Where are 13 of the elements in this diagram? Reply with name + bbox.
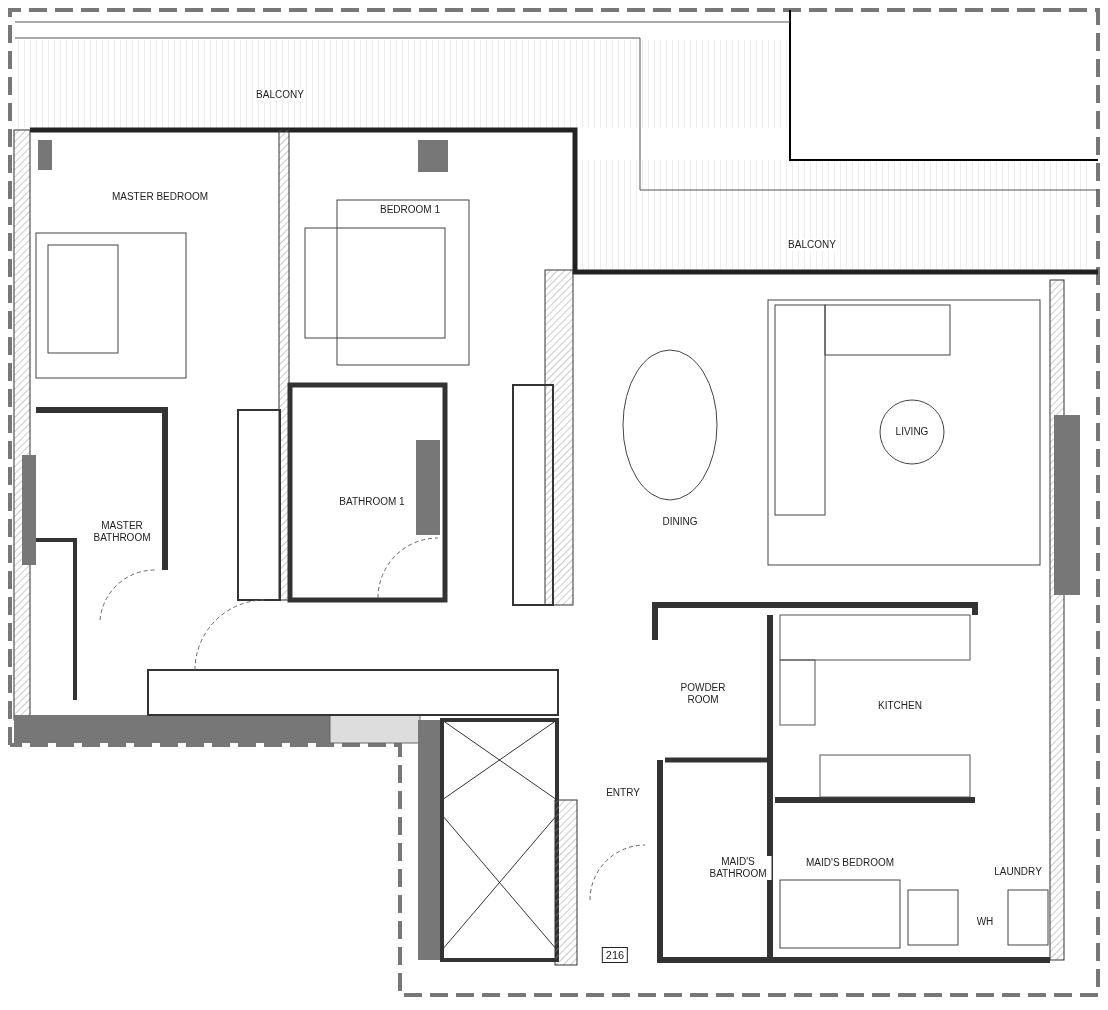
room-label: BEDROOM 1: [379, 204, 441, 216]
room-label: LIVING: [894, 426, 930, 438]
room-label: BATHROOM 1: [338, 496, 406, 508]
room-label: DINING: [661, 516, 699, 528]
unit-number-tag: 216: [601, 947, 629, 963]
room-label: BALCONY: [787, 239, 837, 251]
room-label: KITCHEN: [877, 700, 923, 712]
room-label: MAID'S BEDROOM: [805, 857, 895, 869]
appliance-label: WH: [975, 916, 995, 928]
room-label: LAUNDRY: [993, 866, 1043, 878]
room-label: ENTRY: [605, 787, 641, 799]
room-label: MASTER BEDROOM: [110, 191, 210, 203]
room-label: BALCONY: [255, 89, 305, 101]
